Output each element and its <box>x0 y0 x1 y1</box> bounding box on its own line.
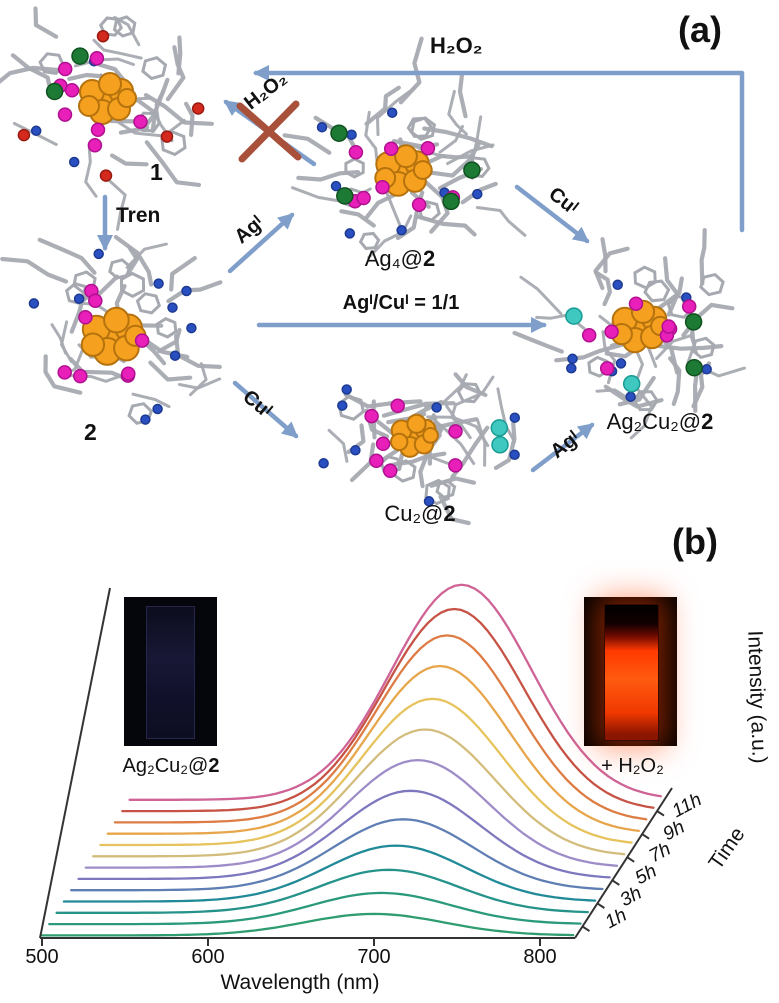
panel-b-plot: 500 600 700 800 1h 3h 5h 7h 9h 11h Wavel… <box>0 565 779 1003</box>
molecule-label-ag4: Ag₄@2 <box>364 246 436 271</box>
spectrum-curve-2h <box>48 891 582 926</box>
molecule-structure-mol-ag2cu2 <box>512 228 746 440</box>
spectrum-curve-6h <box>77 789 611 881</box>
spectrum-curve-8h <box>91 728 626 858</box>
x-axis-title: Wavelength (nm) <box>220 971 380 994</box>
arrow-cu-to-cu2 <box>232 380 299 439</box>
x-tick-600: 600 <box>191 946 225 968</box>
inset-photo-before-uv <box>124 597 217 746</box>
arrow-ag-to-ag4 <box>227 212 295 274</box>
molecule-label-2: 2 <box>84 419 97 445</box>
panel-a-tag: (a) <box>678 9 722 50</box>
intensity-axis-line <box>39 587 111 939</box>
time-axis-line <box>574 787 673 939</box>
spectrum-curve-10h <box>106 664 641 835</box>
intensity-axis-title: Intensity (a.u.) <box>743 630 771 764</box>
inset-left-caption: Ag₂Cu₂@2 <box>122 755 220 777</box>
arrow-label-h2o2-top: H₂O₂ <box>430 33 483 58</box>
spectrum-curve-3h <box>55 868 589 914</box>
spectra-canvas <box>39 583 673 946</box>
arrow-label-middle: Agᴵ/Cuᴵ = 1/1 <box>342 292 460 314</box>
molecule-structures-layer <box>0 6 746 526</box>
spectrum-curve-9h <box>99 697 633 847</box>
cuvette-glowing-red-icon <box>603 604 659 741</box>
spectra-axes <box>39 587 673 946</box>
blocked-cross-icon <box>236 100 302 163</box>
arrow-h2o2-return <box>253 65 745 233</box>
spectrum-curve-13h <box>128 583 662 801</box>
x-axis-ticks <box>41 938 541 946</box>
molecule-structure-mol-2 <box>0 235 223 425</box>
arrow-label-tren: Tren <box>116 204 161 227</box>
molecule-structure-mol-1 <box>0 6 214 231</box>
reaction-arrows-layer <box>97 65 745 473</box>
time-axis-ticks <box>581 810 665 932</box>
cuvette-dark-icon <box>146 605 195 740</box>
molecule-label-cu2: Cu₂@2 <box>384 501 456 526</box>
spectrum-curve-12h <box>121 607 655 813</box>
molecule-label-ag2cu2: Ag₂Cu₂@2 <box>606 409 714 434</box>
spectrum-curve-11h <box>113 634 648 824</box>
inset-photo-after-h2o2 <box>584 597 677 746</box>
molecule-structure-mol-ag4 <box>282 36 527 259</box>
molecule-label-1: 1 <box>150 159 163 185</box>
molecule-structure-mol-cu2 <box>318 372 521 526</box>
x-tick-800: 800 <box>523 946 557 968</box>
spectrum-curve-4h <box>62 844 597 903</box>
spectra-curves-layer <box>40 583 662 937</box>
spectrum-curve-7h <box>84 758 619 869</box>
spectrum-curve-1h <box>40 912 575 937</box>
spectrum-curve-5h <box>70 818 604 892</box>
reaction-scheme-canvas <box>0 6 746 526</box>
x-tick-700: 700 <box>357 946 391 968</box>
x-tick-500: 500 <box>25 946 59 968</box>
arrow-cu-to-ag2cu2 <box>514 184 590 244</box>
arrow-ag-to-ag2cu2 <box>530 422 595 473</box>
inset-right-caption: + H₂O₂ <box>601 755 664 777</box>
panel-b-tag: (b) <box>672 521 718 562</box>
